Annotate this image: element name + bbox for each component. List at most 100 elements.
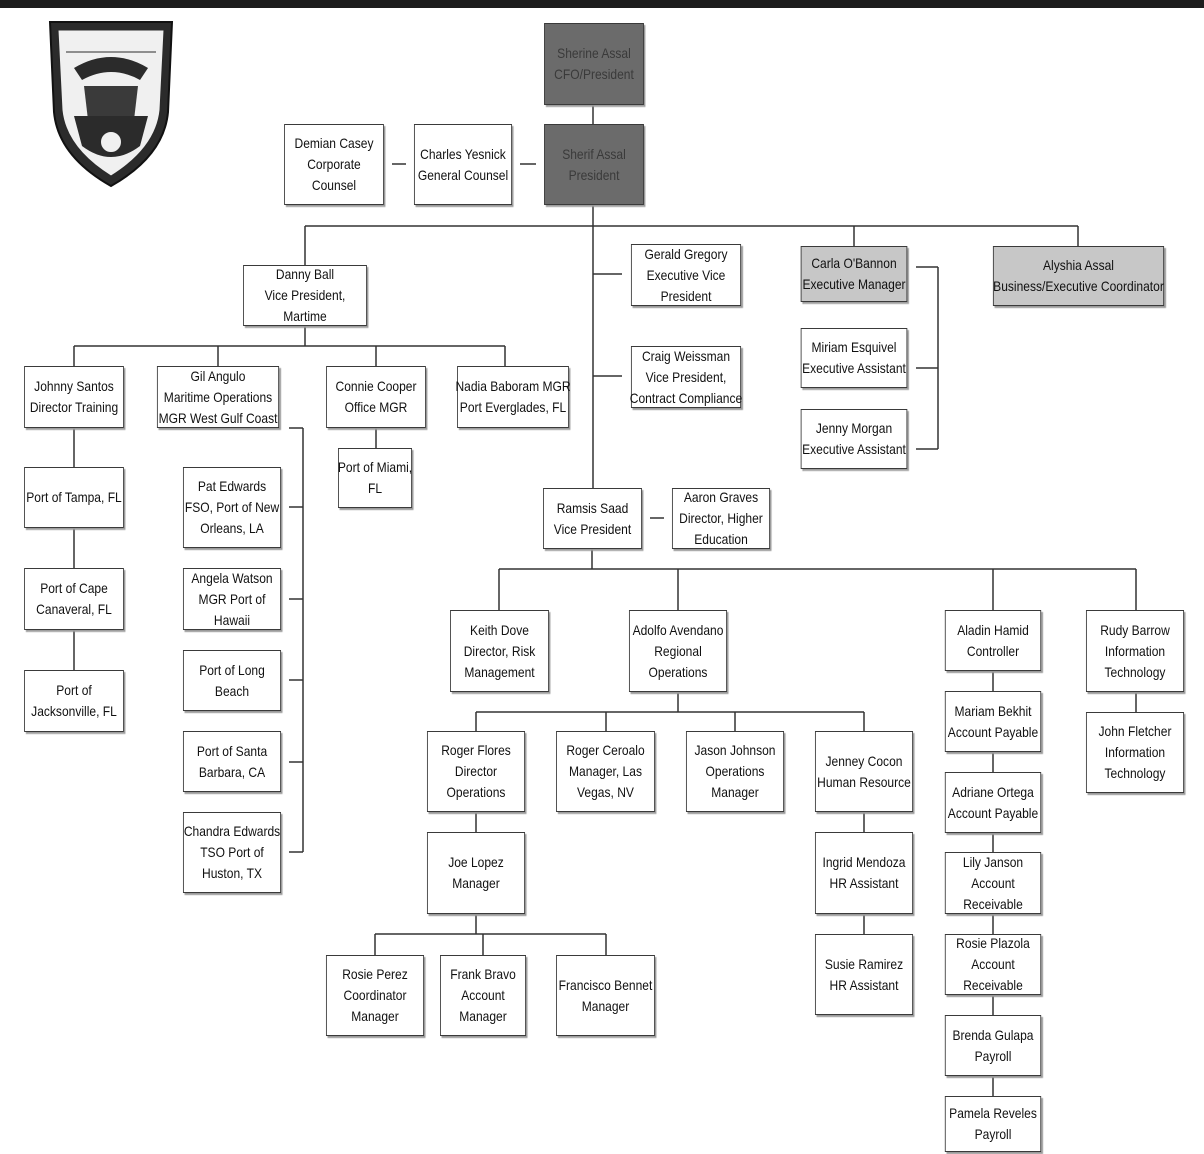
node-title: Manager — [459, 1008, 507, 1024]
node-name: Susie Ramirez — [824, 955, 904, 972]
node-port-long-beach: Port of Long Beach — [182, 650, 282, 711]
node-frank-bravo: Frank Bravo Account Manager — [440, 955, 526, 1036]
node-mariam-bekhit: Mariam Bekhit Account Payable — [944, 691, 1042, 752]
node-name: Port of Miami, — [337, 459, 413, 475]
node-name: Rosie Perez — [342, 966, 408, 982]
node-title: Operations — [648, 663, 708, 680]
node-name: Port of Tampa, FL — [26, 489, 122, 505]
node-title: Canaveral, FL — [36, 601, 112, 617]
node-title: Director — [454, 763, 498, 779]
node-name: Demian Casey — [294, 135, 374, 151]
node-title: Account Payable — [947, 804, 1039, 821]
node-title: Payroll — [974, 1126, 1012, 1142]
node-name: Jason Johnson — [694, 742, 776, 758]
node-title: Management — [464, 663, 535, 680]
node-title: President — [660, 287, 712, 304]
node-name: Rudy Barrow — [1100, 621, 1170, 638]
node-jason-johnson: Jason Johnson Operations Manager — [685, 731, 785, 812]
node-name: Connie Cooper — [335, 378, 417, 394]
node-name: Joe Lopez — [448, 854, 504, 870]
node-brenda-gulapa: Brenda Gulapa Payroll — [944, 1015, 1042, 1076]
node-name: Sherine Assal — [557, 45, 631, 61]
node-francisco-bennet: Francisco Bennet Manager — [556, 955, 655, 1036]
node-name: Port of Santa — [196, 742, 268, 759]
node-title: Barbara, CA — [198, 763, 266, 780]
node-title: Jacksonville, FL — [31, 703, 117, 719]
node-title: Technology — [1104, 663, 1166, 680]
node-title: Vegas, NV — [577, 784, 634, 800]
node-lily-janson: Lily Janson Account Receivable — [944, 852, 1042, 914]
node-title: HR Assistant — [829, 976, 899, 993]
node-title: Operations — [705, 763, 765, 779]
node-title: Manager, Las — [569, 763, 642, 779]
node-title: Receivable — [963, 977, 1023, 993]
node-john-fletcher: John Fletcher Information Technology — [1085, 712, 1185, 793]
node-name: Mariam Bekhit — [954, 702, 1032, 719]
node-port-jacksonville: Port of Jacksonville, FL — [24, 670, 124, 732]
node-name: Aladin Hamid — [957, 621, 1029, 638]
node-gerald-gregory: Gerald Gregory Executive Vice President — [630, 244, 742, 306]
node-title: Corporate — [307, 156, 361, 172]
node-adriane-ortega: Adriane Ortega Account Payable — [944, 772, 1042, 833]
node-title: Coordinator — [343, 987, 407, 1003]
node-title: Vice President — [553, 520, 632, 537]
node-title: Executive Vice — [646, 266, 726, 283]
node-name: Angela Watson — [191, 569, 273, 586]
node-name: Carla O'Bannon — [811, 255, 897, 271]
node-title: Executive Assistant — [802, 441, 906, 457]
node-name: Port of — [56, 682, 92, 698]
node-title: Human Resource — [817, 773, 911, 790]
node-carla-obannon: Carla O'Bannon Executive Manager — [800, 246, 908, 302]
node-title: Director, Risk — [463, 642, 536, 659]
node-name: Jenney Cocon — [825, 752, 903, 769]
node-joe-lopez: Joe Lopez Manager — [426, 832, 526, 914]
node-name: Chandra Edwards — [183, 823, 281, 839]
node-nadia-baboram: Nadia Baboram MGR Port Everglades, FL — [455, 366, 571, 428]
node-name: Alyshia Assal — [1043, 257, 1114, 273]
node-title: Information — [1104, 744, 1166, 760]
node-rosie-perez: Rosie Perez Coordinator Manager — [325, 955, 425, 1036]
node-title: Hawaii — [213, 611, 251, 628]
node-danny-ball: Danny Ball Vice President, Martime — [243, 265, 367, 326]
node-title: Manager — [351, 1008, 399, 1024]
node-title: Manager — [711, 784, 759, 800]
node-roger-ceroalo: Roger Ceroalo Manager, Las Vegas, NV — [556, 731, 655, 812]
node-title: Account — [971, 956, 1015, 972]
node-aaron-graves: Aaron Graves Director, Higher Education — [671, 488, 771, 549]
node-name: Danny Ball — [275, 266, 335, 282]
node-name: Lily Janson — [962, 853, 1024, 870]
node-name: John Fletcher — [1098, 723, 1172, 739]
node-name: Gil Angulo — [190, 367, 246, 384]
node-title: Education — [694, 531, 748, 547]
node-title: Controller — [966, 642, 1020, 659]
node-name: Frank Bravo — [450, 966, 516, 982]
node-title: Business/Executive Coordinator — [993, 278, 1164, 294]
node-title: Beach — [214, 682, 250, 699]
node-alyshia-assal: Alyshia Assal Business/Executive Coordin… — [992, 246, 1165, 306]
node-name: Johnny Santos — [34, 378, 114, 394]
node-name: Port of Long — [199, 661, 265, 678]
node-title: Operations — [446, 784, 506, 800]
company-logo — [48, 21, 174, 188]
node-title: Director Training — [29, 399, 119, 415]
node-title: Maritime Operations — [163, 388, 273, 405]
node-name: Brenda Gulapa — [952, 1026, 1034, 1043]
node-chandra-edwards: Chandra Edwards TSO Port of Huston, TX — [182, 812, 282, 893]
node-connie-cooper: Connie Cooper Office MGR — [326, 366, 426, 428]
node-title: Vice President, — [645, 368, 727, 385]
node-title: General Counsel — [417, 166, 509, 183]
node-name: Roger Flores — [441, 742, 511, 758]
node-title: Office MGR — [344, 399, 408, 415]
node-name: Nadia Baboram MGR — [455, 378, 571, 394]
node-name: Pamela Reveles — [949, 1105, 1037, 1121]
node-sherine-assal: Sherine Assal CFO/President — [544, 23, 644, 105]
node-name: Ingrid Mendoza — [822, 854, 906, 870]
node-name: Keith Dove — [470, 621, 529, 638]
node-name: Rosie Plazola — [956, 935, 1030, 951]
node-port-miami: Port of Miami, FL — [338, 448, 412, 508]
node-gil-angulo: Gil Angulo Maritime Operations MGR West … — [156, 366, 280, 428]
node-title: Manager — [581, 997, 630, 1014]
node-title: Information — [1104, 642, 1166, 659]
node-ingrid-mendoza: Ingrid Mendoza HR Assistant — [814, 832, 914, 914]
